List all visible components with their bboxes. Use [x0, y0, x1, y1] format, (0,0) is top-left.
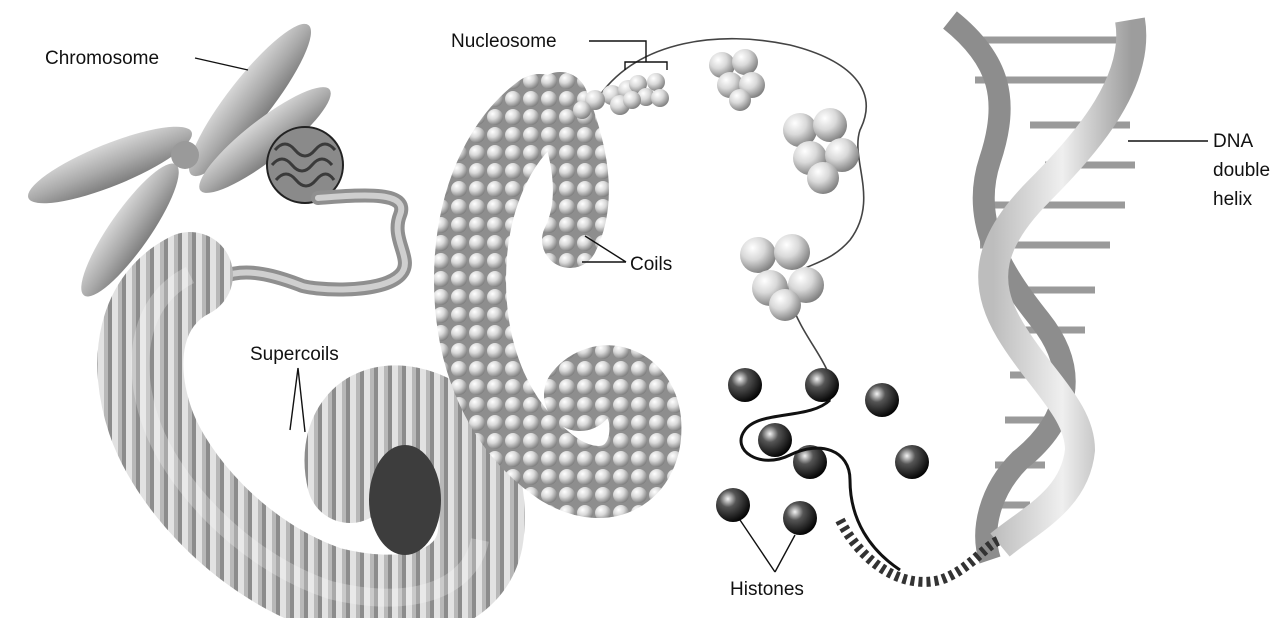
histone-ball	[783, 501, 817, 535]
nucleosome-large-1	[783, 108, 859, 194]
leader-chromosome	[195, 58, 248, 70]
supercoil-body	[140, 275, 482, 598]
dna-double-helix	[840, 20, 1135, 582]
nucleosome-chain	[573, 39, 866, 400]
label-chromosome: Chromosome	[45, 48, 159, 69]
label-dna-line2: double	[1213, 160, 1270, 181]
label-dna-line3: helix	[1213, 189, 1253, 210]
label-coils: Coils	[630, 254, 672, 275]
histone-ball	[865, 383, 899, 417]
coil-structure	[470, 100, 645, 482]
nucleosome-large-2	[740, 234, 824, 321]
histone-ball	[895, 445, 929, 479]
label-nucleosome: Nucleosome	[451, 31, 557, 52]
nucleosome-medium	[709, 49, 765, 111]
label-dna-group: DNA double helix	[1128, 131, 1270, 210]
supercoil-core	[369, 445, 441, 555]
label-histones: Histones	[730, 579, 804, 600]
leader-nucleosome	[589, 41, 667, 70]
label-supercoils: Supercoils	[250, 344, 339, 365]
histone-ball	[758, 423, 792, 457]
chromosome-centromere	[171, 141, 199, 169]
leader-supercoils	[290, 368, 305, 432]
label-dna-line1: DNA	[1213, 131, 1253, 152]
histone-ball	[805, 368, 839, 402]
supercoil-structure	[140, 275, 482, 598]
label-nucleosome-group: Nucleosome	[451, 31, 667, 70]
dna-thread	[741, 400, 900, 570]
histone-ball	[716, 488, 750, 522]
histone-proteins	[716, 368, 929, 535]
label-chromosome-group: Chromosome	[45, 48, 248, 70]
histone-ball	[728, 368, 762, 402]
